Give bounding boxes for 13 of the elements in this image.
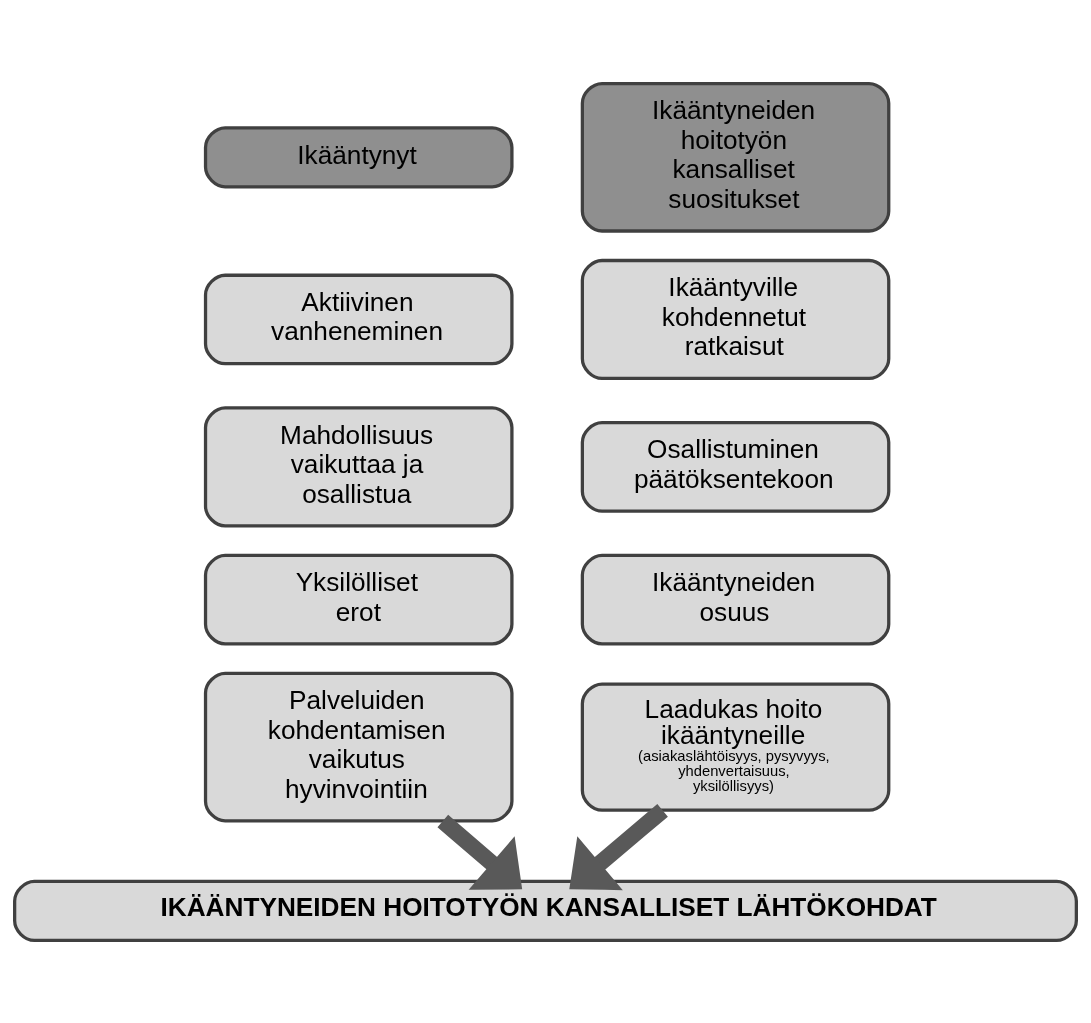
- node-box: Palveluiden kohdentamisen vaikutus hyvinvointiin: [203, 671, 514, 822]
- node-box: Ikääntyneiden osuus: [580, 553, 891, 646]
- node-box: Ikääntyneiden hoitotyön kansalliset suositukset: [580, 81, 891, 233]
- node-box: Ikääntyville kohdennetut ratkaisut: [580, 258, 891, 380]
- arrow: [437, 814, 523, 890]
- node-box: Osallistuminen päätöksentekoon: [580, 420, 891, 513]
- node-box: Yksilölliset erot: [203, 553, 514, 646]
- node-box: Aktiivinen vanheneminen: [203, 273, 514, 365]
- node-box: Mahdollisuus vaikuttaa ja osallistua: [203, 405, 514, 528]
- node-box: Ikääntynyt: [203, 125, 514, 188]
- arrow: [569, 803, 668, 890]
- node-box: IKÄÄNTYNEIDEN HOITOTYÖN KANSALLISET LÄHTÖKOHDAT: [13, 879, 1078, 942]
- node-box: Laadukas hoito ikääntyneille (asiakaslähtöisyys, pysyvyys, yhdenvertaisuus, yksilöllisyys): [580, 681, 891, 812]
